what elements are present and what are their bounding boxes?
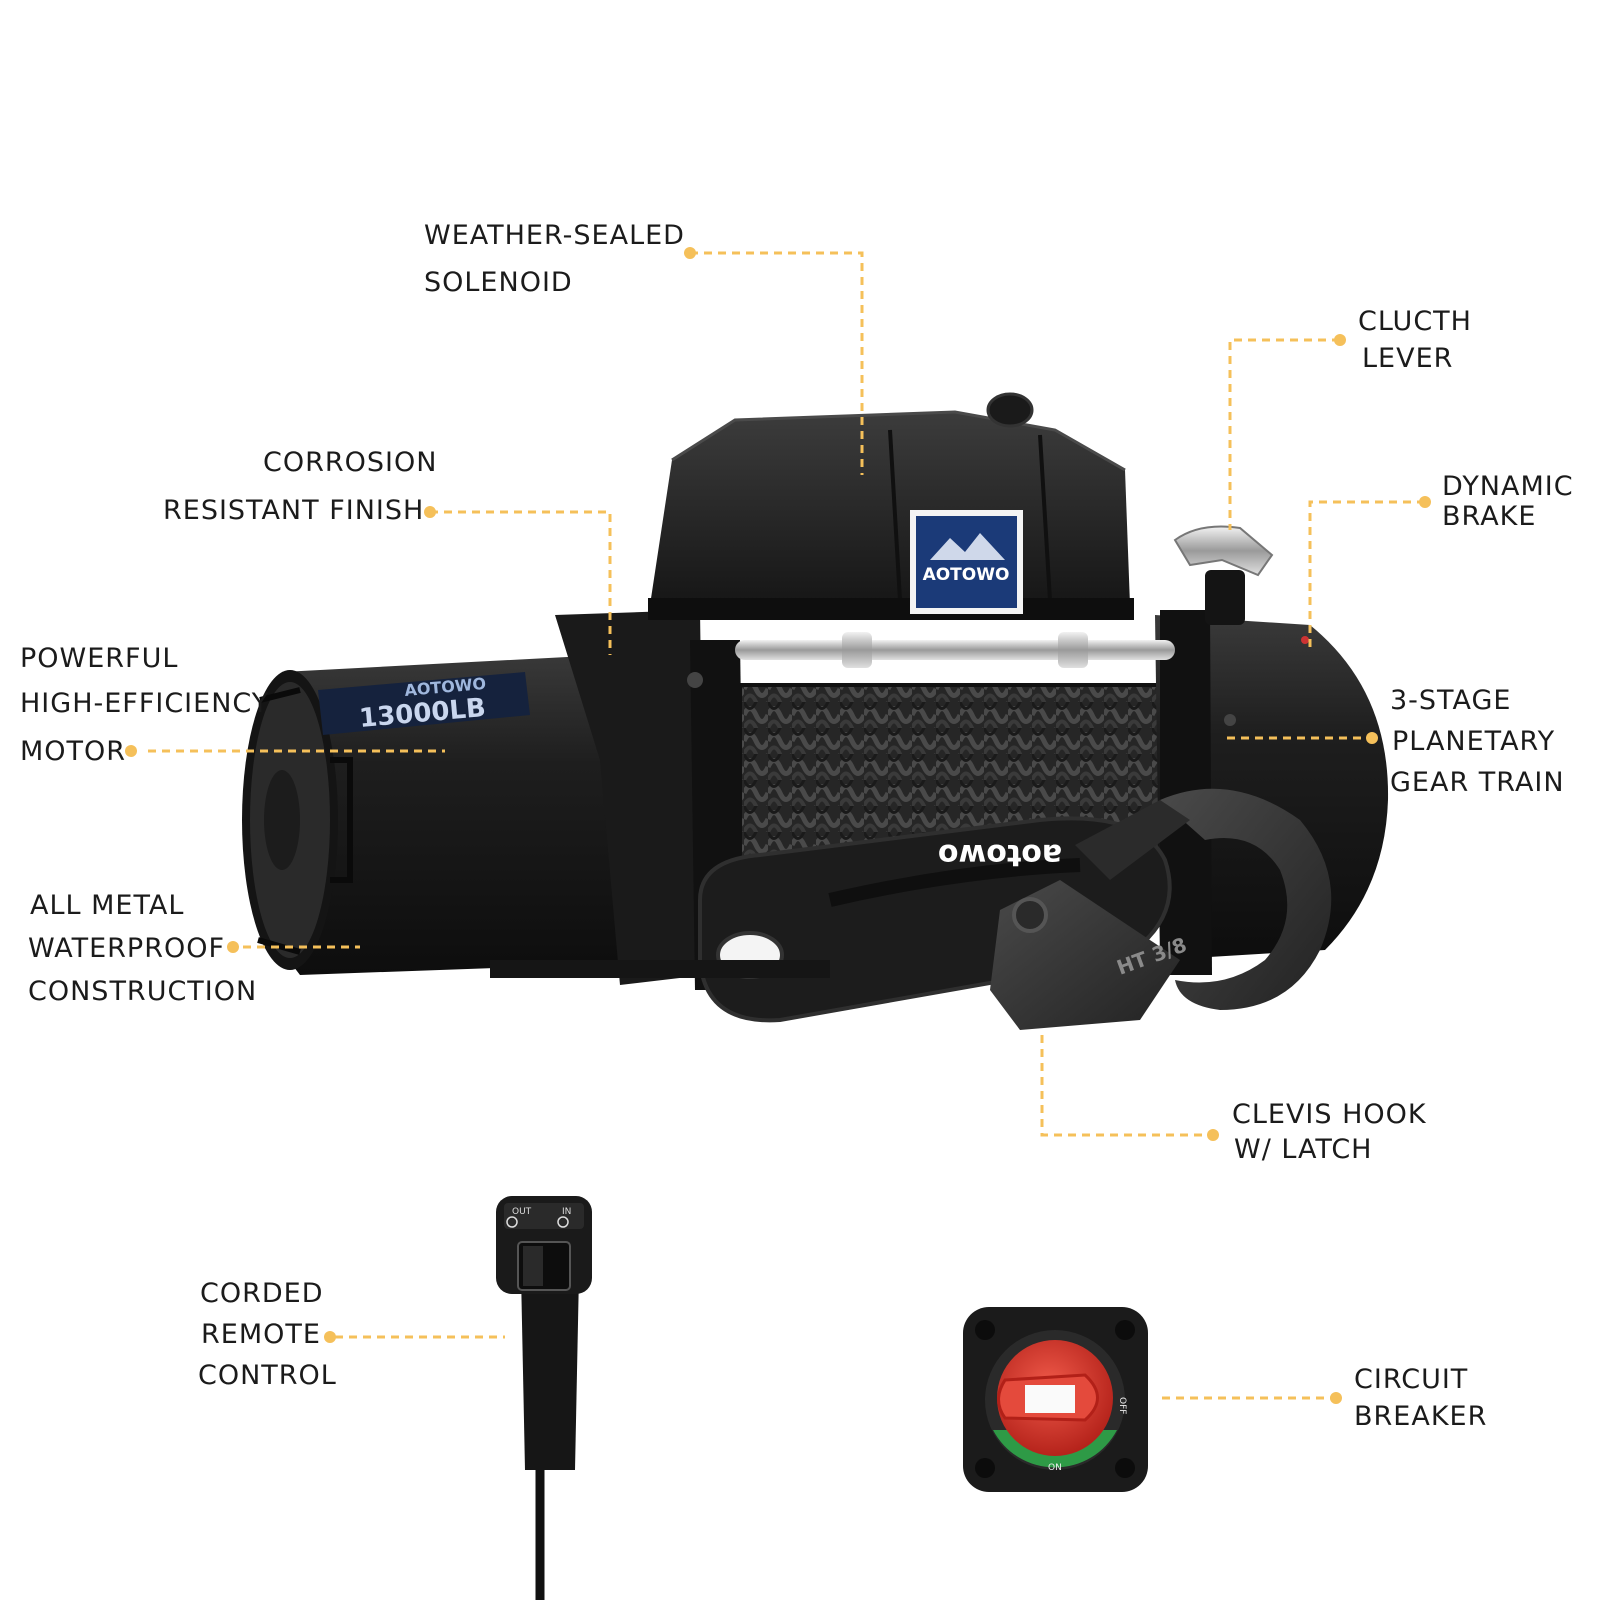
dot-breaker [1330,1392,1342,1404]
callout-lines [148,251,1425,1400]
dot-gear [1366,732,1378,744]
label-construction-line1: ALL METAL [30,890,185,921]
solenoid-cover: AOTOWO [648,392,1134,620]
label-brake-line1: DYNAMIC [1442,471,1574,502]
label-motor-line2: HIGH-EFFICIENCY [20,688,270,719]
label-gear-line2: PLANETARY [1392,726,1556,757]
label-gear-line1: 3-STAGE [1390,685,1512,716]
leader-brake [1308,500,1425,648]
label-solenoid-line2: SOLENOID [424,267,573,298]
leader-solenoid [690,251,864,475]
tie-rod [735,632,1175,668]
callout-dots [125,247,1431,1404]
motor-sticker: AOTOWO 13000LB [318,672,530,735]
remote-out-label: OUT [512,1207,532,1217]
dot-brake [1419,496,1431,508]
label-hook-line1: CLEVIS HOOK [1232,1099,1427,1130]
label-breaker-line2: BREAKER [1354,1401,1488,1432]
label-hook-line2: W/ LATCH [1234,1134,1373,1165]
label-remote-line2: REMOTE [201,1319,321,1350]
clutch-lever [1173,525,1274,625]
label-gear-line3: GEAR TRAIN [1390,767,1565,798]
dot-hook [1207,1129,1219,1141]
label-solenoid-line1: WEATHER-SEALED [424,220,685,251]
brand-badge-text: AOTOWO [923,565,1010,585]
breaker-on-label: ON [1048,1463,1062,1473]
label-corrosion-line2: RESISTANT FINISH [163,495,425,526]
remote-rocker-switch [517,1241,571,1291]
leader-hook [1040,1035,1213,1137]
label-construction-line2: WATERPROOF [28,933,225,964]
label-corrosion-line1: CORROSION [263,447,438,478]
remote-in-label: IN [562,1207,571,1217]
dot-solenoid [684,247,696,259]
dot-corrosion [424,506,436,518]
label-motor-line3: MOTOR [20,736,127,767]
dot-clutch [1334,334,1346,346]
winch: AOTOWO 13000LB [242,392,1389,1030]
breaker-off-label: OFF [1117,1397,1127,1414]
brand-badge: AOTOWO [910,510,1023,614]
label-clutch-line2: LEVER [1362,343,1454,374]
dot-motor [125,745,137,757]
label-motor-line1: POWERFUL [20,643,179,674]
label-remote-line3: CONTROL [198,1360,337,1391]
fairlead-brand: aotowo [938,837,1062,872]
corded-remote: OUT IN [496,1196,592,1600]
label-remote-line1: CORDED [200,1278,324,1309]
circuit-breaker: OFF ON [963,1307,1148,1492]
label-construction-line3: CONSTRUCTION [28,976,258,1007]
label-brake-line2: BRAKE [1442,501,1537,532]
label-clutch-line1: CLUCTH [1358,306,1472,337]
leader-corrosion [430,510,612,655]
dot-remote [324,1331,336,1343]
dot-construction [227,941,239,953]
label-breaker-line1: CIRCUIT [1354,1364,1469,1395]
